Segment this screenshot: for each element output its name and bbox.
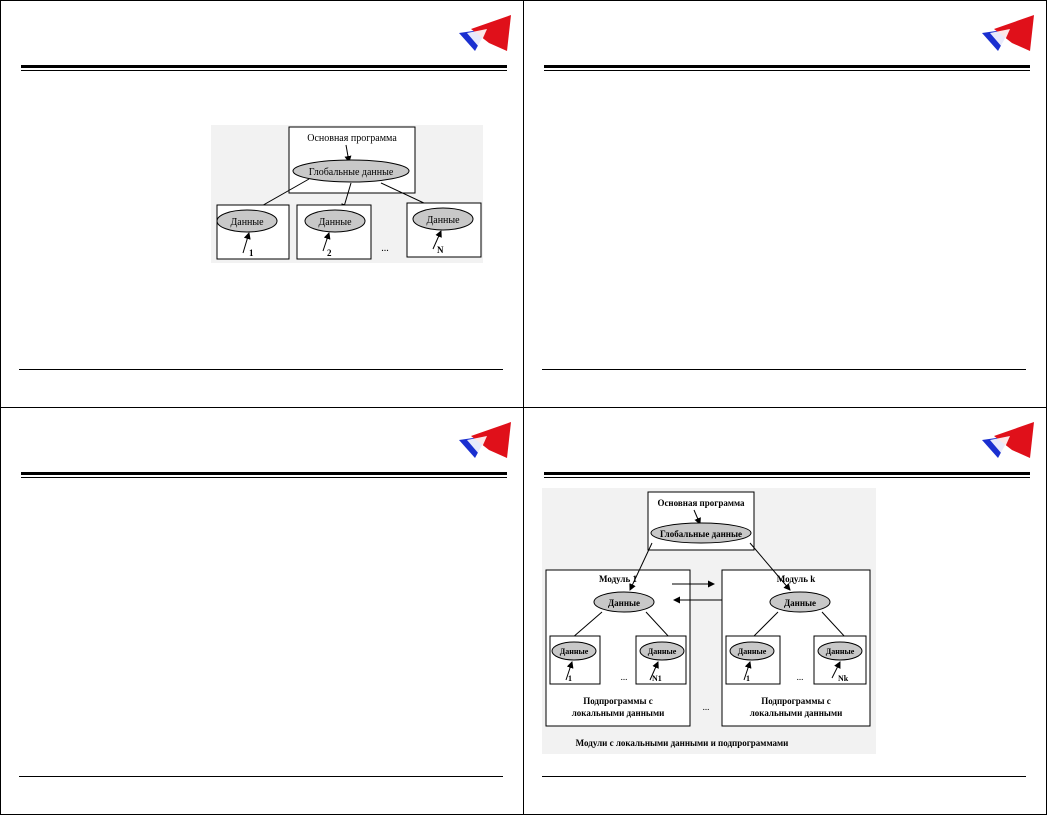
global-data-ellipse [650, 522, 752, 544]
header-rule [544, 65, 1030, 68]
footer-rule [542, 776, 1026, 777]
svg-text:Nk: Nk [838, 674, 849, 683]
slide-4: Основная программа Глобальные данные Мод… [523, 407, 1047, 815]
svg-text:локальными данными: локальными данными [572, 708, 665, 718]
footer-rule [19, 369, 503, 370]
slide-2 [523, 0, 1047, 408]
svg-text:N1: N1 [652, 674, 662, 683]
header-rule-thin [21, 70, 507, 71]
global-data-ellipse [292, 159, 410, 183]
sub-label-2: 2 [327, 248, 332, 258]
modules-diagram: Основная программа Глобальные данные Мод… [542, 488, 876, 754]
ellipsis: ... [381, 243, 389, 254]
main-program-label: Основная программа [307, 133, 397, 144]
module-1-data: Данные [608, 598, 640, 608]
logo-icon [980, 420, 1038, 460]
svg-text:1: 1 [746, 674, 750, 683]
slide-3 [0, 407, 524, 815]
logo-icon [457, 13, 515, 53]
module-k-label: Модуль k [777, 574, 816, 584]
global-data-label: Глобальные данные [660, 529, 742, 539]
footer-rule [542, 369, 1026, 370]
sub-label-1: 1 [249, 248, 254, 258]
module-k-data: Данные [784, 598, 816, 608]
footer-rule [19, 776, 503, 777]
svg-text:Подпрограммы с: Подпрограммы с [761, 696, 831, 706]
svg-text:локальными данными: локальными данными [750, 708, 843, 718]
svg-text:Данные: Данные [648, 647, 677, 656]
global-data-label: Глобальные данные [309, 167, 394, 178]
svg-text:Подпрограммы с: Подпрограммы с [583, 696, 653, 706]
data-label-1: Данные [230, 217, 264, 228]
header-rule-thin [544, 70, 1030, 71]
header-rule [544, 472, 1030, 475]
header-rule [21, 472, 507, 475]
header-rule-thin [21, 477, 507, 478]
data-label-n: Данные [426, 215, 460, 226]
logo-icon [980, 13, 1038, 53]
header-rule-thin [544, 477, 1030, 478]
data-label-2: Данные [318, 217, 352, 228]
svg-text:...: ... [703, 702, 710, 712]
svg-text:...: ... [797, 672, 804, 682]
main-program-label: Основная программа [657, 498, 745, 508]
sub-label-n: N [437, 245, 444, 255]
module-1-label: Модуль 1 [599, 574, 638, 584]
slide-1: Основная программа Глобальные данные Дан… [0, 0, 524, 408]
svg-text:1: 1 [568, 674, 572, 683]
diagram-caption: Модули с локальными данными и подпрограм… [576, 738, 789, 748]
header-rule [21, 65, 507, 68]
svg-text:Данные: Данные [826, 647, 855, 656]
logo-icon [457, 420, 515, 460]
svg-text:Данные: Данные [738, 647, 767, 656]
svg-text:Данные: Данные [560, 647, 589, 656]
global-data-diagram: Основная программа Глобальные данные Дан… [211, 125, 483, 263]
svg-text:...: ... [621, 672, 628, 682]
